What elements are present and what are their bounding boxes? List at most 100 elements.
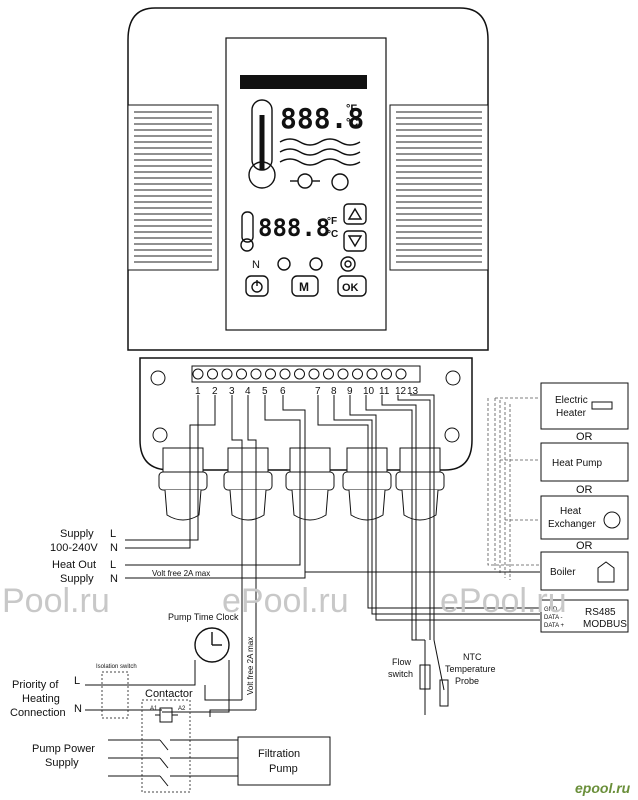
right-grille — [389, 104, 489, 271]
heat-out-n: N — [110, 573, 118, 585]
settings-gear-icon — [340, 256, 356, 272]
boost-status-icon — [309, 257, 323, 271]
priority-l: L — [74, 675, 80, 687]
small-thermometer-icon — [240, 211, 254, 252]
pump-power-label-1: Pump Power — [32, 743, 95, 755]
up-arrow-button[interactable] — [343, 203, 367, 225]
mode-button[interactable]: M — [291, 275, 319, 297]
flow-switch-sensor — [419, 640, 431, 715]
watermark-2: ePool.ru — [222, 582, 349, 620]
isolation-switch-label: Isolation switch — [96, 664, 137, 670]
terminal-block — [191, 365, 421, 383]
terminal-number-3: 3 — [229, 386, 235, 397]
terminal-number-11: 11 — [379, 386, 390, 397]
terminal-screw — [381, 368, 392, 380]
cable-gland — [395, 447, 445, 521]
supply-l: L — [110, 528, 116, 540]
power-button[interactable] — [245, 275, 269, 297]
terminal-screw — [279, 368, 291, 380]
filtration-pump-box: Filtration Pump — [237, 736, 331, 786]
svg-text:DATA +: DATA + — [544, 623, 564, 629]
svg-text:Boiler: Boiler — [550, 567, 576, 578]
or-label-1: OR — [576, 431, 593, 443]
electric-heater-box: Electric Heater — [540, 382, 629, 430]
terminal-number-8: 8 — [331, 386, 337, 397]
terminal-screw — [250, 368, 262, 380]
svg-text:Pump: Pump — [269, 763, 298, 775]
terminal-screw — [265, 368, 276, 380]
ok-button[interactable]: OK — [337, 275, 367, 297]
pump-time-clock-label: Pump Time Clock — [168, 612, 239, 622]
heat-out-supply-label: Supply — [60, 573, 94, 585]
terminal-number-4: 4 — [245, 386, 251, 397]
pump-power-label-2: Supply — [45, 757, 79, 769]
flow-switch-label-1: Flow — [392, 657, 412, 667]
ntc-probe-sensor — [433, 639, 449, 707]
terminal-screw — [207, 368, 218, 380]
heat-out-l: L — [110, 559, 116, 571]
contactor-box — [141, 699, 191, 793]
top-unit-c: °C — [346, 117, 358, 129]
ntc-label-3: Probe — [455, 676, 479, 686]
terminal-screw — [337, 368, 349, 380]
terminal-number-5: 5 — [262, 386, 268, 397]
top-temp-digits: 888.8 — [280, 102, 364, 135]
svg-text:Heat Pump: Heat Pump — [552, 458, 602, 469]
cable-gland — [223, 447, 273, 521]
terminal-screw — [323, 368, 334, 380]
boiler-box: Boiler — [540, 551, 629, 591]
terminal-number-1: 1 — [195, 386, 201, 397]
priority-n: N — [74, 703, 82, 715]
volt-free-label: Volt free 2A max — [152, 569, 210, 578]
ok-button-label: OK — [342, 282, 359, 294]
ntc-label-1: NTC — [463, 652, 482, 662]
cable-gland — [342, 447, 392, 521]
watermark-1: Pool.ru — [2, 582, 110, 620]
terminal-screw — [192, 368, 204, 380]
ntc-label-2: Temperature — [445, 664, 496, 674]
terminal-screw — [352, 368, 363, 380]
terminal-number-9: 9 — [347, 386, 353, 397]
indicator-circle-icon — [331, 173, 349, 191]
cable-gland — [285, 447, 335, 521]
terminal-screw — [308, 368, 320, 380]
terminal-screw — [236, 368, 247, 380]
svg-text:Heater: Heater — [556, 408, 587, 419]
or-label-3: OR — [576, 540, 593, 552]
watermark-3: ePool.ru — [440, 582, 567, 620]
terminal-number-7: 7 — [315, 386, 321, 397]
terminal-number-6: 6 — [280, 386, 286, 397]
a2-label: A2 — [178, 706, 186, 712]
clock-icon — [194, 627, 230, 663]
status-n-label: N — [252, 259, 260, 271]
supply-label: Supply — [60, 528, 94, 540]
mode-button-label: M — [299, 280, 309, 294]
or-label-2: OR — [576, 484, 593, 496]
bottom-unit-f: °F — [327, 216, 337, 227]
svg-text:MODBUS: MODBUS — [583, 619, 627, 630]
terminal-number-13: 13 — [407, 386, 419, 397]
cable-gland — [158, 447, 208, 521]
priority-label-1: Priority of — [12, 679, 59, 691]
rs485-modbus-box: GND DATA - DATA + RS485 MODBUS — [540, 599, 629, 633]
svg-text:Filtration: Filtration — [258, 748, 300, 760]
svg-text:Exchanger: Exchanger — [548, 519, 596, 530]
terminal-number-12: 12 — [395, 386, 407, 397]
down-arrow-button[interactable] — [343, 230, 367, 252]
svg-text:Electric: Electric — [555, 395, 588, 406]
terminal-screw — [395, 368, 407, 380]
terminal-screw — [294, 368, 305, 380]
svg-text:Heat: Heat — [560, 506, 581, 517]
terminal-enclosure — [139, 357, 473, 471]
bottom-unit-c: °C — [327, 229, 338, 240]
terminal-screw — [366, 368, 378, 380]
supply-voltage-label: 100-240V — [50, 542, 98, 554]
clock-status-icon — [277, 257, 291, 271]
thermometer-icon — [248, 99, 276, 189]
volt-free-vertical-label: Volt free 2A max — [246, 637, 255, 695]
priority-label-3: Connection — [10, 707, 66, 719]
priority-label-2: Heating — [22, 693, 60, 705]
a1-label: A1 — [150, 706, 158, 712]
contactor-label: Contactor — [145, 688, 193, 700]
